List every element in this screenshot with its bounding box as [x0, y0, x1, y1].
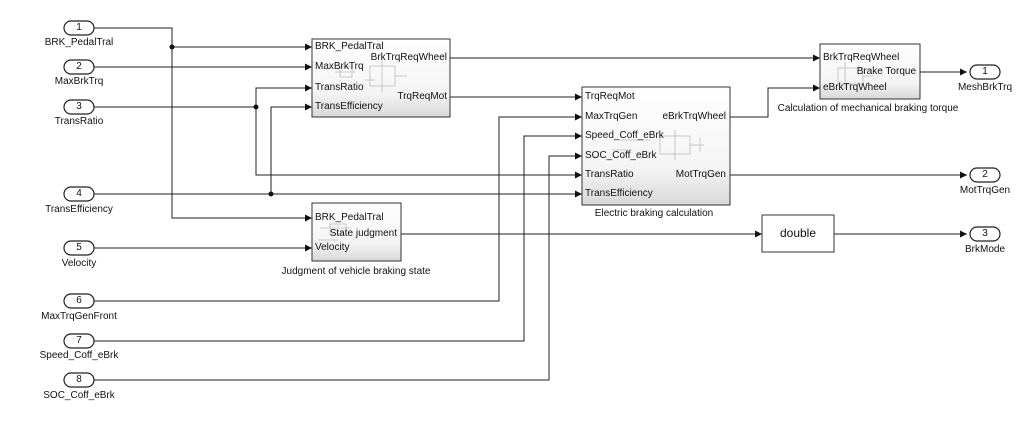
electric-in-soccoff: SOC_Coff_eBrk [585, 150, 657, 161]
electric-braking-block [581, 86, 731, 206]
inport-1-shape [63, 20, 95, 36]
electric-in-trqreqmot: TrqReqMot [585, 91, 635, 102]
outport-2-shape [969, 167, 1001, 183]
mechanical-block-caption: Calculation of mechanical braking torque [777, 103, 959, 114]
outport-3-number: 3 [982, 228, 988, 239]
internal-icon [612, 130, 704, 160]
judgment-block [311, 202, 402, 262]
torque-in-maxbrktrq: MaxBrkTrq [315, 61, 364, 72]
judgment-in-brk-pedal: BRK_PedalTral [315, 212, 384, 223]
inport-1-number: 1 [76, 22, 82, 33]
inport-5-label: Velocity [61, 258, 97, 269]
mechanical-in-ebrktrqwheel: eBrkTrqWheel [823, 82, 887, 93]
outport-2-number: 2 [982, 169, 988, 180]
electric-in-transefficiency: TransEfficiency [585, 188, 653, 199]
inport-3-label: TransRatio [54, 116, 104, 127]
inport-7-shape [63, 333, 95, 349]
double-conversion-block [761, 214, 835, 253]
electric-out-ebrktrqwheel: eBrkTrqWheel [662, 111, 726, 122]
electric-in-speedcoff: Speed_Coff_eBrk [585, 130, 664, 141]
line-ratio-to-torque [94, 84, 312, 108]
inport-2-number: 2 [76, 61, 82, 72]
inport-4-label: TransEfficiency [45, 204, 113, 215]
torque-request-block [311, 38, 451, 118]
line-brk-to-torque [94, 27, 312, 51]
internal-icon [318, 223, 350, 241]
judgment-out-state: State judgment [329, 228, 397, 239]
line-ebrktrqwheel [730, 84, 820, 118]
judgment-in-velocity: Velocity [315, 242, 350, 253]
inport-3-number: 3 [76, 101, 82, 112]
inport-2-shape [63, 59, 95, 75]
mechanical-out-brake-torque: Brake Torque [856, 66, 916, 77]
torque-out-trqreqmot: TrqReqMot [397, 91, 447, 102]
junction-dot [268, 191, 274, 197]
junction-dot [169, 44, 175, 50]
mechanical-in-brktrqreqwheel: BrkTrqReqWheel [823, 52, 900, 63]
junction-dot [253, 104, 259, 110]
line-soccoff [94, 152, 582, 381]
inport-1-label: BRK_PedalTral [44, 37, 114, 48]
inport-8-shape [63, 372, 95, 388]
mechanical-braking-block [819, 43, 921, 100]
inport-7-label: Speed_Coff_eBrk [39, 350, 119, 361]
judgment-block-caption: Judgment of vehicle braking state [281, 266, 431, 277]
inport-6-number: 6 [76, 295, 82, 306]
line-ratio-to-electric [255, 107, 582, 179]
inport-2-label: MaxBrkTrq [54, 76, 104, 87]
line-speedcoff [94, 132, 582, 342]
block-internal-icons [318, 60, 873, 241]
inport-8-label: SOC_Coff_eBrk [43, 390, 115, 401]
inport-5-number: 5 [76, 242, 82, 253]
electric-block-caption: Electric braking calculation [594, 208, 714, 219]
double-block-label: double [779, 226, 817, 240]
outport-shapes[interactable] [969, 64, 1001, 242]
junction-dots [169, 44, 274, 197]
line-brk-to-judgment [171, 47, 312, 222]
electric-out-mottrqgen: MotTrqGen [675, 169, 726, 180]
line-maxtrqgen [94, 113, 582, 302]
inport-4-shape [63, 186, 95, 202]
torque-in-brk-pedal: BRK_PedalTral [315, 41, 384, 52]
outport-1-shape [969, 64, 1001, 80]
electric-in-transratio: TransRatio [585, 169, 634, 180]
signal-lines [94, 27, 967, 381]
inport-6-shape [63, 293, 95, 309]
outport-3-label: BrkMode [964, 244, 1006, 255]
inport-4-number: 4 [76, 188, 82, 199]
outport-1-number: 1 [982, 66, 988, 77]
outport-2-label: MotTrqGen [959, 185, 1011, 196]
inport-3-shape [63, 99, 95, 115]
inport-shapes[interactable] [63, 20, 95, 388]
torque-out-brktrqreqwheel: BrkTrqReqWheel [370, 52, 447, 63]
torque-in-transratio: TransRatio [315, 82, 364, 93]
internal-icon [837, 62, 873, 90]
outport-3-shape [969, 226, 1001, 242]
outport-1-label: MeshBrkTrq [957, 82, 1013, 93]
electric-in-maxtrqgen: MaxTrqGen [585, 111, 638, 122]
inport-6-label: MaxTrqGenFront [41, 311, 117, 322]
inport-8-number: 8 [76, 374, 82, 385]
line-eff-to-torque [270, 103, 312, 194]
inport-5-shape [63, 240, 95, 256]
subsystem-blocks[interactable] [311, 38, 921, 262]
internal-icon [335, 60, 407, 92]
torque-in-transefficiency: TransEfficiency [315, 101, 383, 112]
inport-7-number: 7 [76, 335, 82, 346]
